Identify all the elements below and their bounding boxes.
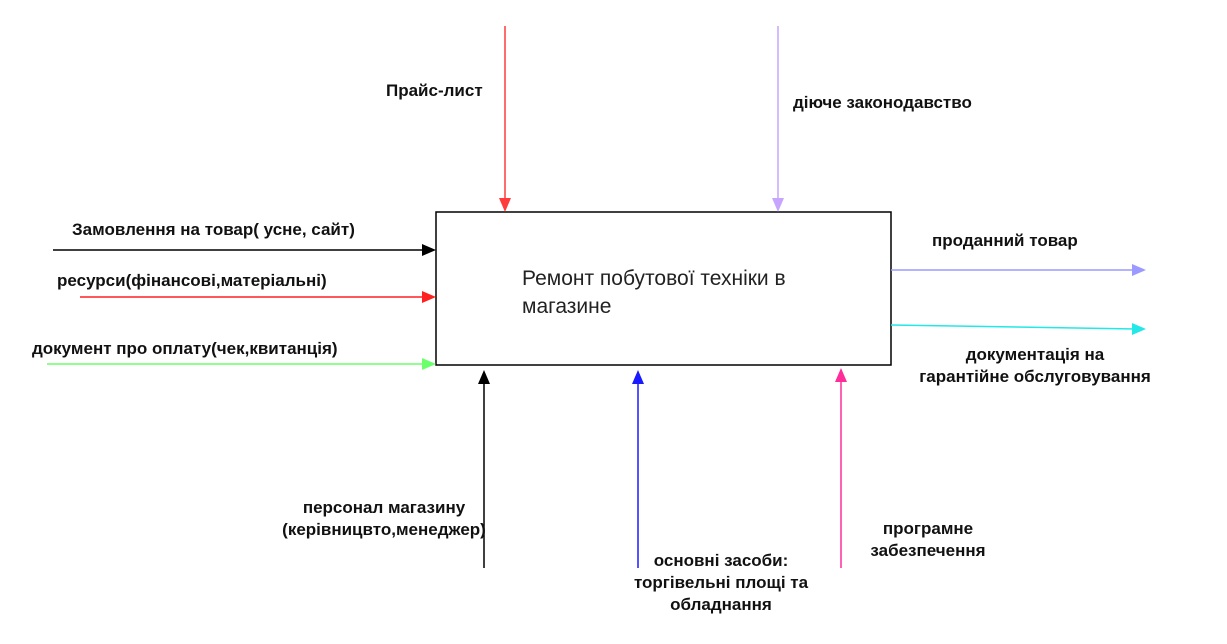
label-payment-doc: документ про оплату(чек,квитанція) [32, 339, 338, 358]
label-fixed-assets: основні засоби: торгівельні площі та обл… [618, 550, 824, 616]
control-arrow-legislation[interactable] [772, 26, 784, 212]
input-arrow-order[interactable] [53, 244, 436, 256]
label-warranty-docs: документація на гарантійне обслуговуванн… [905, 344, 1165, 388]
output-arrow-warranty-docs[interactable] [890, 323, 1146, 335]
label-warranty-docs-line-1: документація на [965, 345, 1105, 364]
control-arrow-price-list[interactable] [499, 26, 511, 212]
label-warranty-docs-line-2: гарантійне обслуговування [919, 367, 1151, 386]
mechanism-arrow-staff[interactable] [478, 370, 490, 568]
function-box-title-line-1: Ремонт побутової техніки в [522, 267, 786, 290]
mechanism-arrow-fixed-assets[interactable] [632, 370, 644, 568]
output-arrow-sold-goods[interactable] [891, 264, 1146, 276]
input-arrow-payment-doc[interactable] [47, 358, 436, 370]
label-software: програмне забезпечення [850, 518, 1006, 562]
function-box-title-line-2: магазине [522, 295, 612, 318]
function-box[interactable] [435, 211, 892, 366]
label-price-list: Прайс-лист [386, 81, 483, 100]
input-arrow-resources[interactable] [80, 291, 436, 303]
label-software-line-1: програмне [882, 519, 974, 538]
label-staff: персонал магазину (керівницвто,менеджер) [262, 497, 506, 541]
label-order: Замовлення на товар( усне, сайт) [72, 220, 355, 239]
label-staff-line-2: (керівницвто,менеджер) [282, 520, 486, 539]
label-legislation: діюче законодавство [793, 93, 972, 112]
function-box-title: Ремонт побутової техніки в магазине [522, 265, 862, 321]
label-fixed-assets-line-2: торгівельні площі та [633, 573, 809, 592]
label-sold-goods: проданний товар [932, 231, 1078, 250]
label-fixed-assets-line-1: основні засоби: [653, 551, 789, 570]
mechanism-arrow-software[interactable] [835, 368, 847, 568]
label-staff-line-1: персонал магазину [302, 498, 466, 517]
label-fixed-assets-line-3: обладнання [670, 595, 772, 614]
label-resources: ресурси(фінансові,матеріальні) [57, 271, 327, 290]
label-software-line-2: забезпечення [870, 541, 986, 560]
